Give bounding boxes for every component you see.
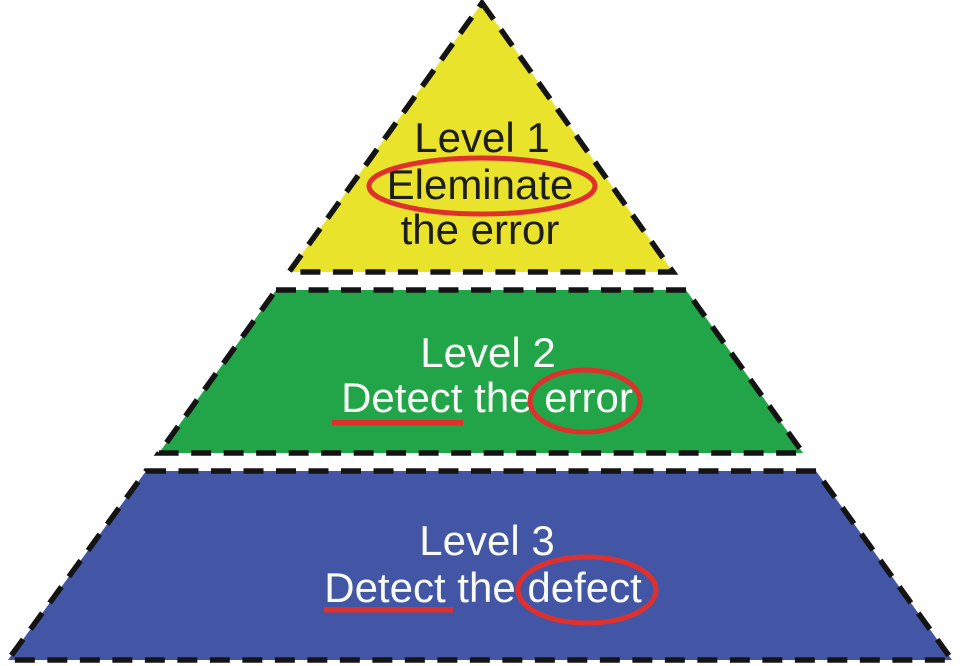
- red-circle-annotation-defect: [515, 554, 659, 626]
- level-3-line2: Detect the defect: [324, 564, 642, 611]
- level-1-title: Level 1: [414, 114, 549, 161]
- red-underline-detect-level2: [332, 420, 463, 426]
- level-2-trapezoid: [153, 287, 809, 456]
- red-circle-annotation-eleminate: [366, 155, 598, 217]
- level-3-title: Level 3: [419, 517, 554, 564]
- level-1-line2: Eleminate: [387, 161, 574, 208]
- level-1-triangle: [283, 0, 679, 275]
- red-circle-annotation-error: [527, 367, 643, 435]
- red-underline-detect-level3: [324, 607, 453, 613]
- level-2-line2: Detect the error: [341, 374, 633, 421]
- level-3-trapezoid: [2, 468, 958, 663]
- level-2-title: Level 2: [420, 329, 555, 376]
